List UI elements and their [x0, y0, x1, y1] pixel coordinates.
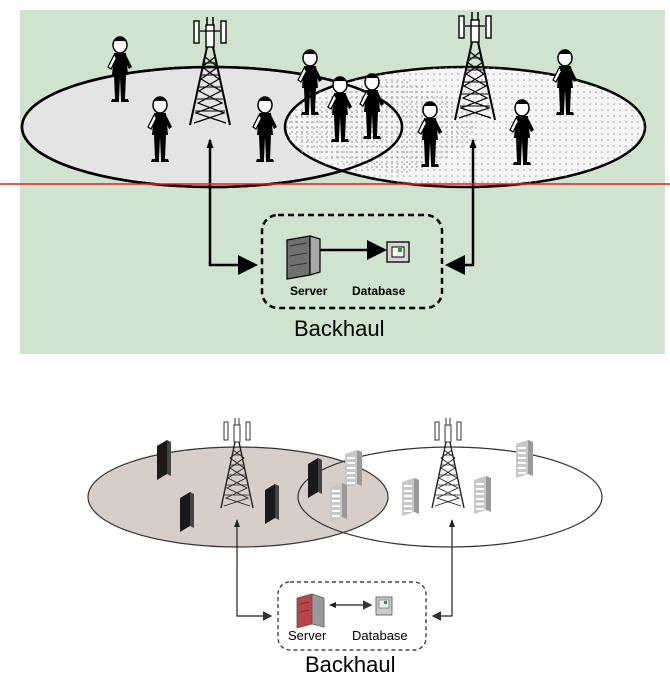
- backhaul-label: Backhaul: [294, 316, 385, 341]
- database-label: Database: [352, 628, 408, 643]
- database-icon: [386, 241, 410, 263]
- server-icon: [286, 235, 321, 280]
- backhaul-box: [260, 213, 444, 310]
- server-icon: [296, 593, 325, 629]
- building-icon: [473, 475, 492, 515]
- top-panel: Server Database Backhaul: [0, 10, 670, 354]
- backhaul-label: Backhaul: [305, 652, 396, 677]
- right-coverage-cell: [297, 446, 603, 548]
- building-icon: [308, 458, 322, 498]
- building-icon: [515, 439, 534, 479]
- database-label: Database: [352, 284, 406, 298]
- building-icon: [157, 440, 171, 480]
- backhaul-box: [277, 581, 427, 651]
- building-icon: [329, 482, 348, 522]
- building-icon: [401, 477, 420, 517]
- cell-tower-icon: [431, 417, 465, 509]
- server-label: Server: [288, 628, 327, 643]
- building-icon: [265, 484, 279, 524]
- building-icon: [344, 449, 363, 489]
- building-icon: [180, 492, 194, 532]
- bottom-panel: Server Database Backhaul: [87, 417, 603, 677]
- right-backhaul-link: [445, 140, 475, 275]
- left-backhaul-link: [236, 520, 273, 621]
- server-label: Server: [290, 284, 328, 298]
- left-backhaul-link: [208, 140, 258, 275]
- database-icon: [375, 596, 393, 616]
- right-backhaul-link: [431, 520, 453, 621]
